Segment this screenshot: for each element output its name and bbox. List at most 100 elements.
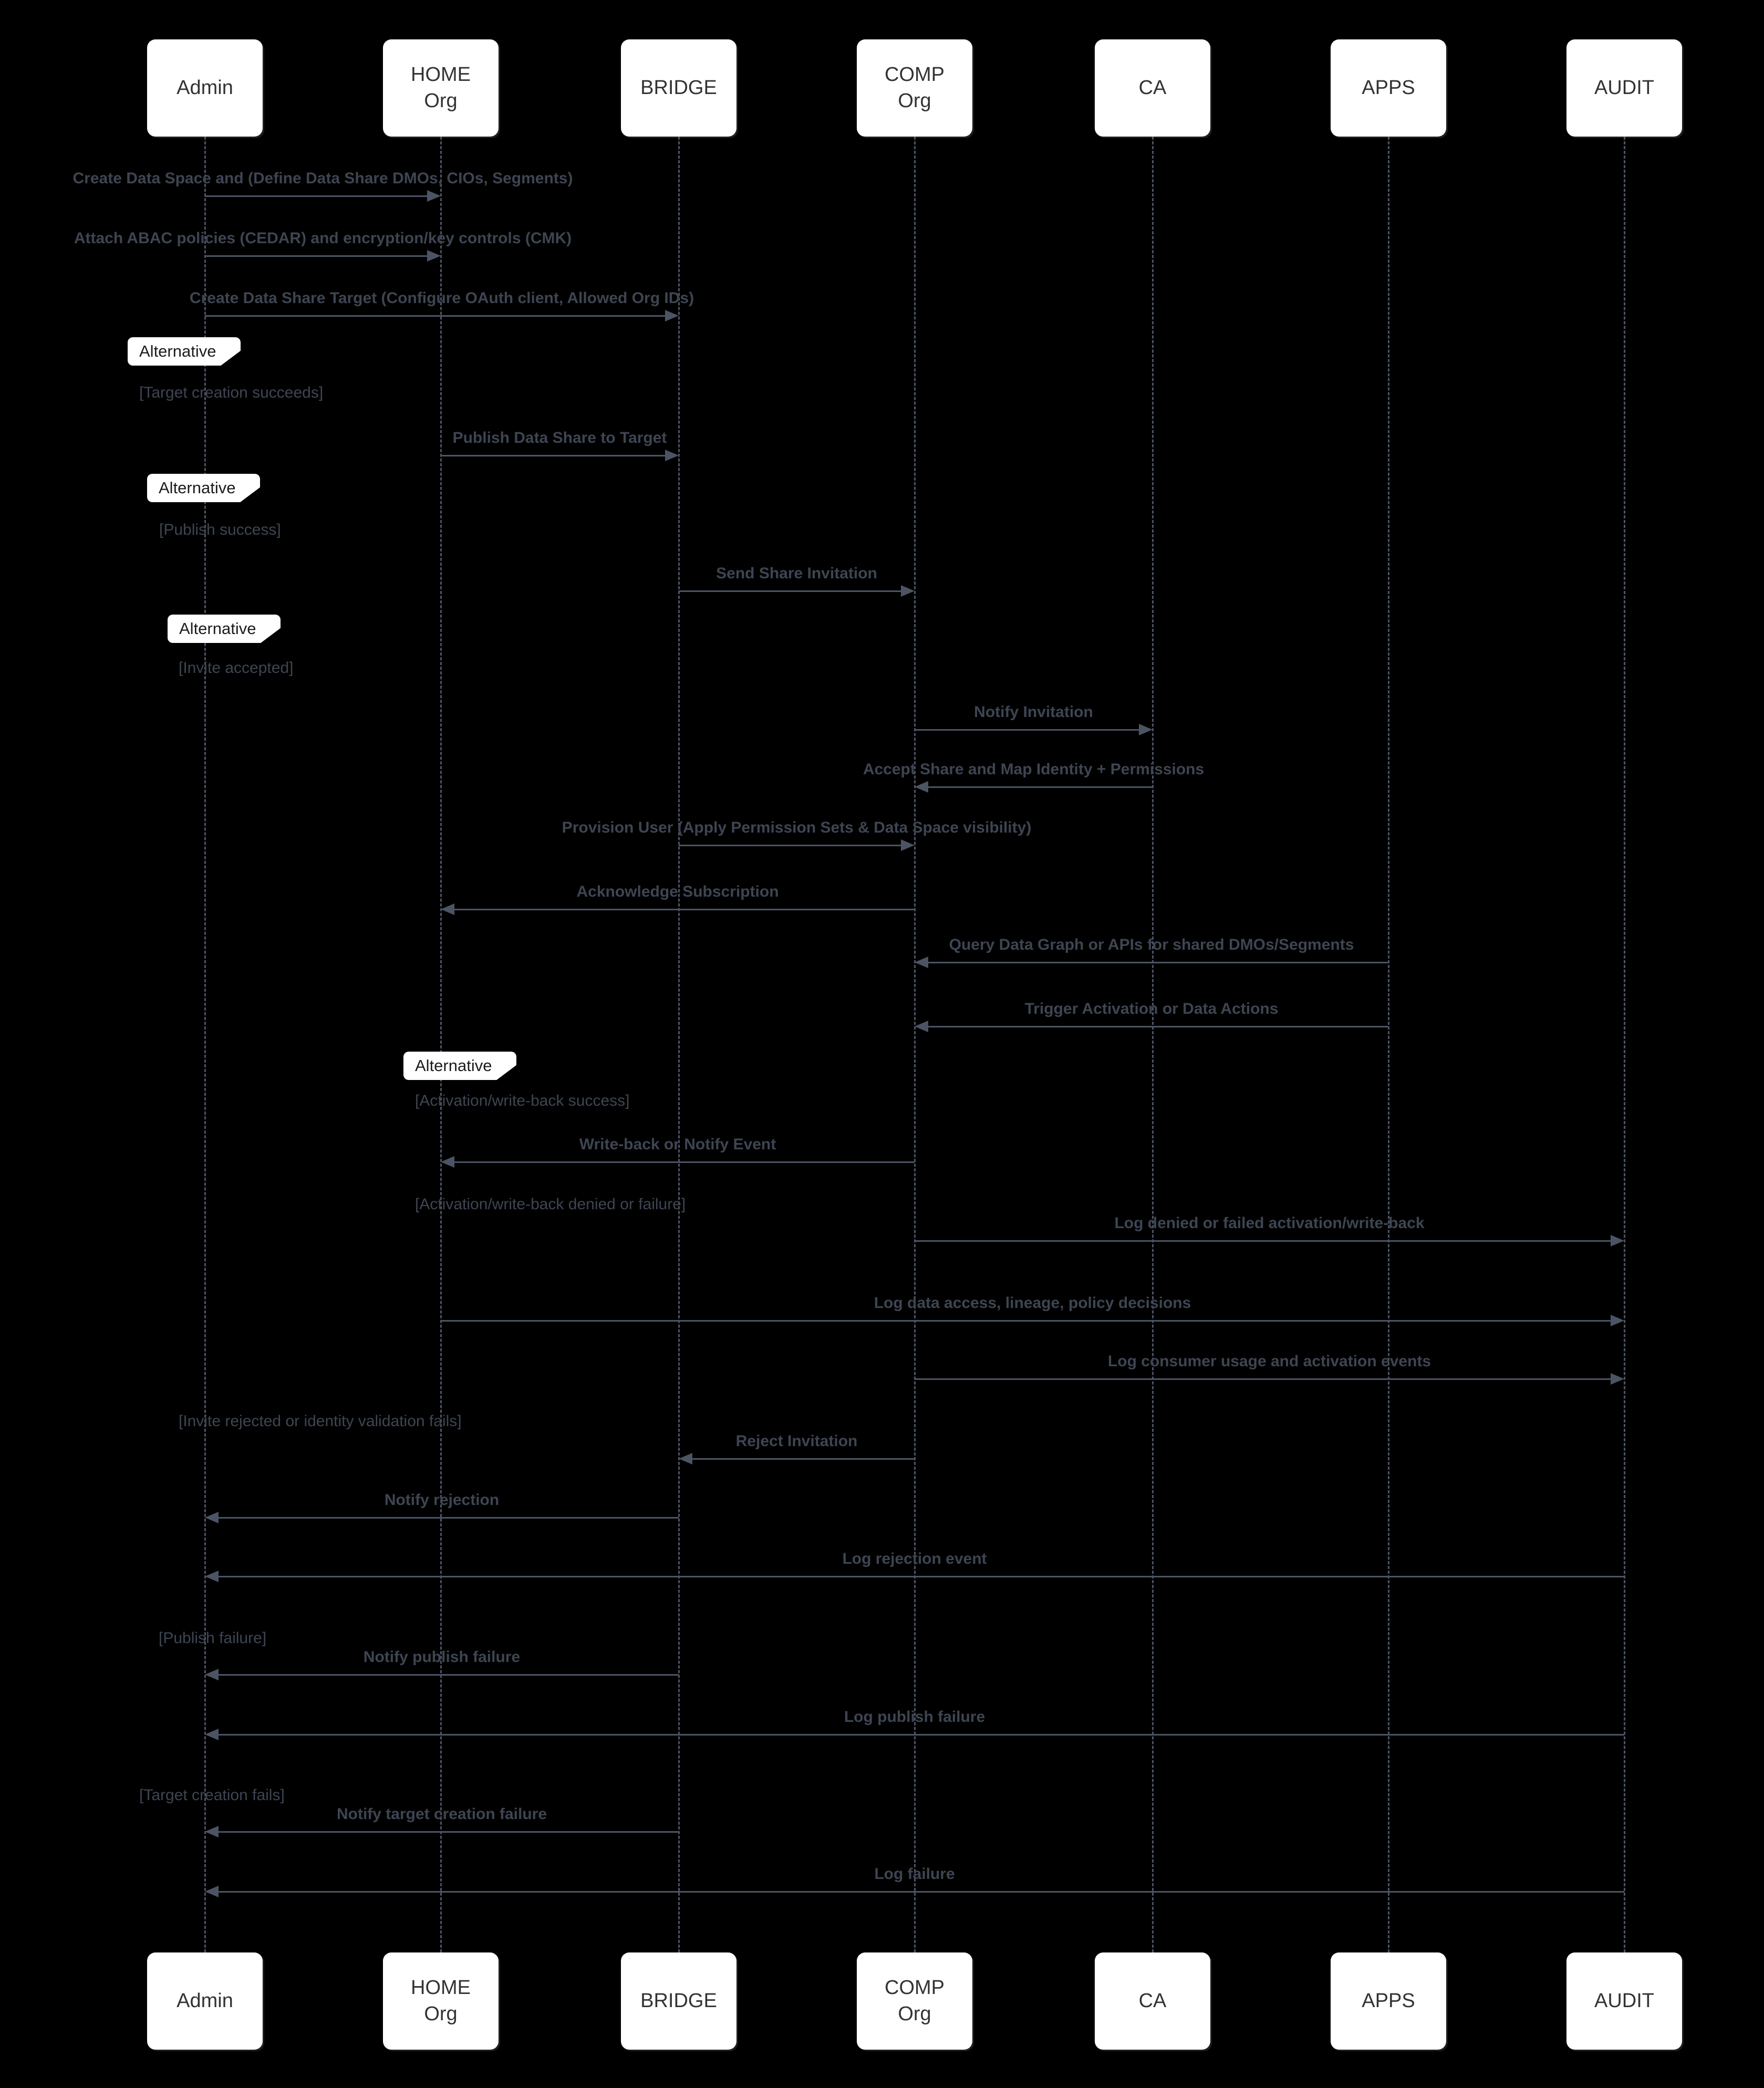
message-arrow-line: [679, 590, 902, 592]
message-arrowhead: [915, 781, 928, 793]
message-label: Write-back or Notify Event: [579, 1136, 776, 1153]
condition-label: [Activation/write-back success]: [415, 1092, 630, 1109]
message-arrowhead: [205, 1729, 219, 1740]
message-label: Notify rejection: [384, 1491, 500, 1509]
message-arrowhead: [1139, 724, 1153, 735]
message-arrowhead: [665, 310, 679, 321]
message-arrowhead: [901, 839, 915, 851]
actor-bottom-ca: CA: [1095, 1952, 1210, 2050]
actor-label: Admin: [177, 1989, 233, 2012]
message-label: Log consumer usage and activation events: [1107, 1353, 1431, 1370]
actor-bottom-admin: Admin: [147, 1952, 263, 2050]
message-arrow-line: [217, 1674, 679, 1676]
message-arrowhead: [901, 585, 915, 597]
message-label: Log failure: [874, 1865, 955, 1883]
message-arrow-line: [217, 1517, 679, 1519]
message-arrow-line: [205, 315, 666, 317]
condition-label: [Invite accepted]: [179, 659, 294, 677]
lifeline-ca: [1152, 137, 1154, 1952]
message-arrowhead: [1611, 1315, 1624, 1326]
actor-bottom-bridge: BRIDGE: [621, 1952, 736, 2050]
message-label: Send Share Invitation: [716, 565, 877, 582]
message-label: Log publish failure: [844, 1708, 985, 1726]
lifeline-bridge: [678, 137, 680, 1952]
message-arrow-line: [441, 455, 666, 456]
lifeline-admin: [204, 137, 206, 1952]
message-label: Log rejection event: [842, 1550, 987, 1567]
message-label: Create Data Space and (Define Data Share…: [72, 170, 573, 187]
message-arrow-line: [453, 909, 915, 910]
actor-label: BRIDGE: [640, 76, 717, 99]
actor-label: AUDIT: [1594, 76, 1654, 99]
message-arrow-line: [927, 962, 1388, 963]
message-arrow-line: [217, 1734, 1624, 1736]
actor-top-audit: AUDIT: [1566, 39, 1682, 137]
message-arrow-line: [927, 786, 1153, 788]
message-arrow-line: [453, 1161, 915, 1163]
message-arrowhead: [205, 1669, 219, 1680]
message-label: Log data access, lineage, policy decisio…: [874, 1294, 1191, 1312]
message-arrowhead: [441, 903, 454, 915]
actor-label: HOME Org: [411, 1977, 471, 2025]
actor-bottom-audit: AUDIT: [1566, 1952, 1682, 2050]
actor-label: CA: [1138, 1989, 1167, 2012]
message-arrow-line: [691, 1458, 915, 1460]
actor-top-apps: APPS: [1331, 39, 1446, 137]
actor-label: APPS: [1362, 76, 1415, 99]
actor-bottom-apps: APPS: [1331, 1952, 1446, 2050]
actor-top-ca: CA: [1095, 39, 1210, 137]
actor-label: BRIDGE: [640, 1989, 717, 2012]
message-arrow-line: [205, 255, 428, 257]
message-arrow-line: [927, 1026, 1388, 1027]
message-arrow-line: [217, 1576, 1624, 1577]
message-arrowhead: [205, 1512, 219, 1523]
actor-label: COMP Org: [885, 64, 945, 112]
alt-fragment-label-1: Alternative: [147, 474, 260, 502]
actor-top-admin: Admin: [147, 39, 263, 137]
message-label: Log denied or failed activation/write-ba…: [1114, 1214, 1425, 1232]
actor-bottom-comp: COMP Org: [857, 1952, 972, 2050]
actor-label: AUDIT: [1594, 1989, 1654, 2012]
message-label: Attach ABAC policies (CEDAR) and encrypt…: [74, 230, 572, 247]
alt-fragment-label-0: Alternative: [128, 337, 241, 366]
alt-fragment-label-3: Alternative: [403, 1052, 516, 1080]
message-arrow-line: [217, 1831, 679, 1833]
message-label: Accept Share and Map Identity + Permissi…: [863, 761, 1205, 778]
alt-fragment-text: Alternative: [139, 342, 216, 360]
message-arrowhead: [427, 190, 441, 202]
message-arrowhead: [441, 1156, 454, 1168]
message-label: Reject Invitation: [735, 1432, 858, 1450]
actor-bottom-home: HOME Org: [383, 1952, 499, 2050]
actor-label: CA: [1138, 76, 1167, 99]
alt-fragment-text: Alternative: [415, 1056, 492, 1075]
message-arrowhead: [205, 1571, 219, 1582]
message-arrow-line: [679, 845, 902, 846]
message-label: Trigger Activation or Data Actions: [1024, 1000, 1279, 1017]
lifeline-audit: [1624, 137, 1625, 1952]
alt-fragment-text: Alternative: [179, 619, 256, 638]
message-arrow-line: [441, 1320, 1612, 1322]
message-arrow-line: [915, 1378, 1612, 1380]
condition-label: [Publish success]: [159, 521, 281, 538]
message-arrowhead: [915, 957, 928, 968]
message-label: Acknowledge Subscription: [576, 883, 779, 900]
message-label: Query Data Graph or APIs for shared DMOs…: [949, 936, 1354, 953]
condition-label: [Invite rejected or identity validation …: [179, 1412, 462, 1430]
actor-top-bridge: BRIDGE: [621, 39, 736, 137]
message-arrowhead: [915, 1021, 928, 1032]
message-label: Create Data Share Target (Configure OAut…: [189, 289, 694, 307]
actor-top-home: HOME Org: [383, 39, 499, 137]
condition-label: [Activation/write-back denied or failure…: [415, 1196, 686, 1213]
condition-label: [Target creation fails]: [139, 1786, 285, 1804]
message-arrow-line: [217, 1891, 1624, 1893]
actor-label: COMP Org: [885, 1977, 945, 2025]
message-arrowhead: [1611, 1373, 1624, 1385]
lifeline-home: [440, 137, 442, 1952]
message-label: Notify Invitation: [974, 703, 1093, 721]
lifeline-apps: [1388, 137, 1389, 1952]
message-arrow-line: [915, 1240, 1612, 1242]
message-label: Publish Data Share to Target: [452, 429, 667, 446]
actor-label: Admin: [177, 76, 233, 99]
alt-fragment-text: Alternative: [159, 479, 236, 497]
